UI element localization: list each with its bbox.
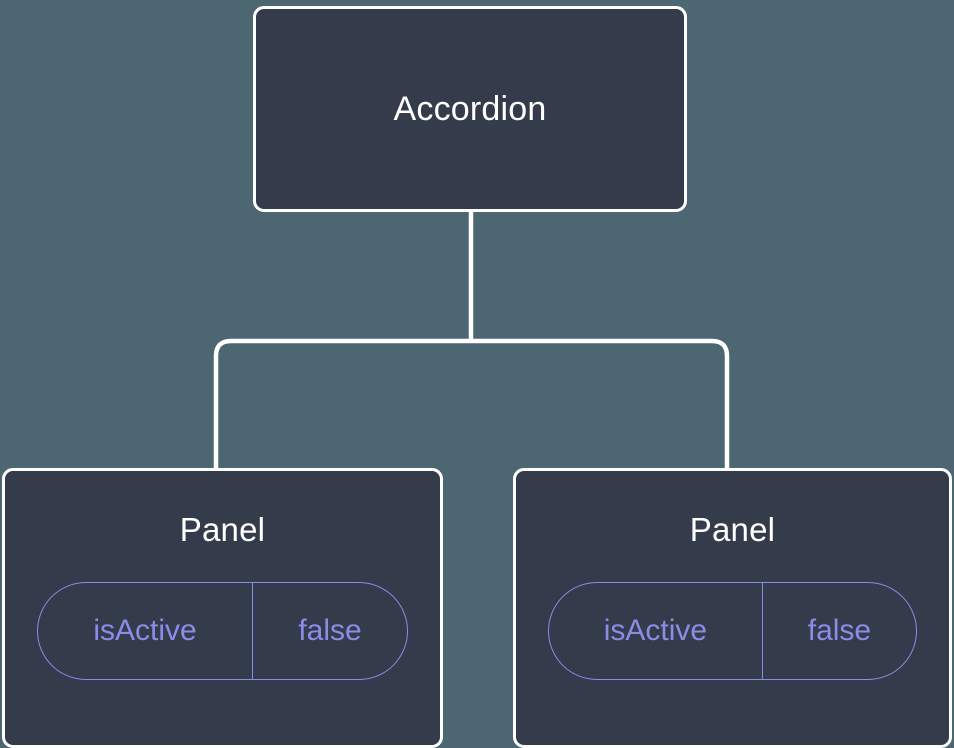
prop-badge-isactive-1[interactable]: isActive false	[37, 582, 408, 680]
edge-branch-right	[471, 338, 730, 470]
prop-key-1: isActive	[93, 614, 197, 647]
node-accordion-label: Accordion	[393, 90, 547, 128]
edge-branch-left	[213, 338, 471, 470]
prop-value-2: false	[761, 583, 916, 679]
prop-key-2: isActive	[603, 614, 708, 647]
prop-badge-isactive-2[interactable]: isActive false	[548, 582, 917, 680]
node-panel-1-label: Panel	[179, 511, 266, 548]
prop-value-1: false	[252, 583, 407, 679]
node-panel-2-label: Panel	[689, 511, 776, 548]
node-accordion[interactable]: Accordion	[253, 6, 687, 212]
node-panel-1[interactable]: Panel isActive false	[2, 468, 443, 748]
node-panel-2[interactable]: Panel isActive false	[513, 468, 952, 748]
